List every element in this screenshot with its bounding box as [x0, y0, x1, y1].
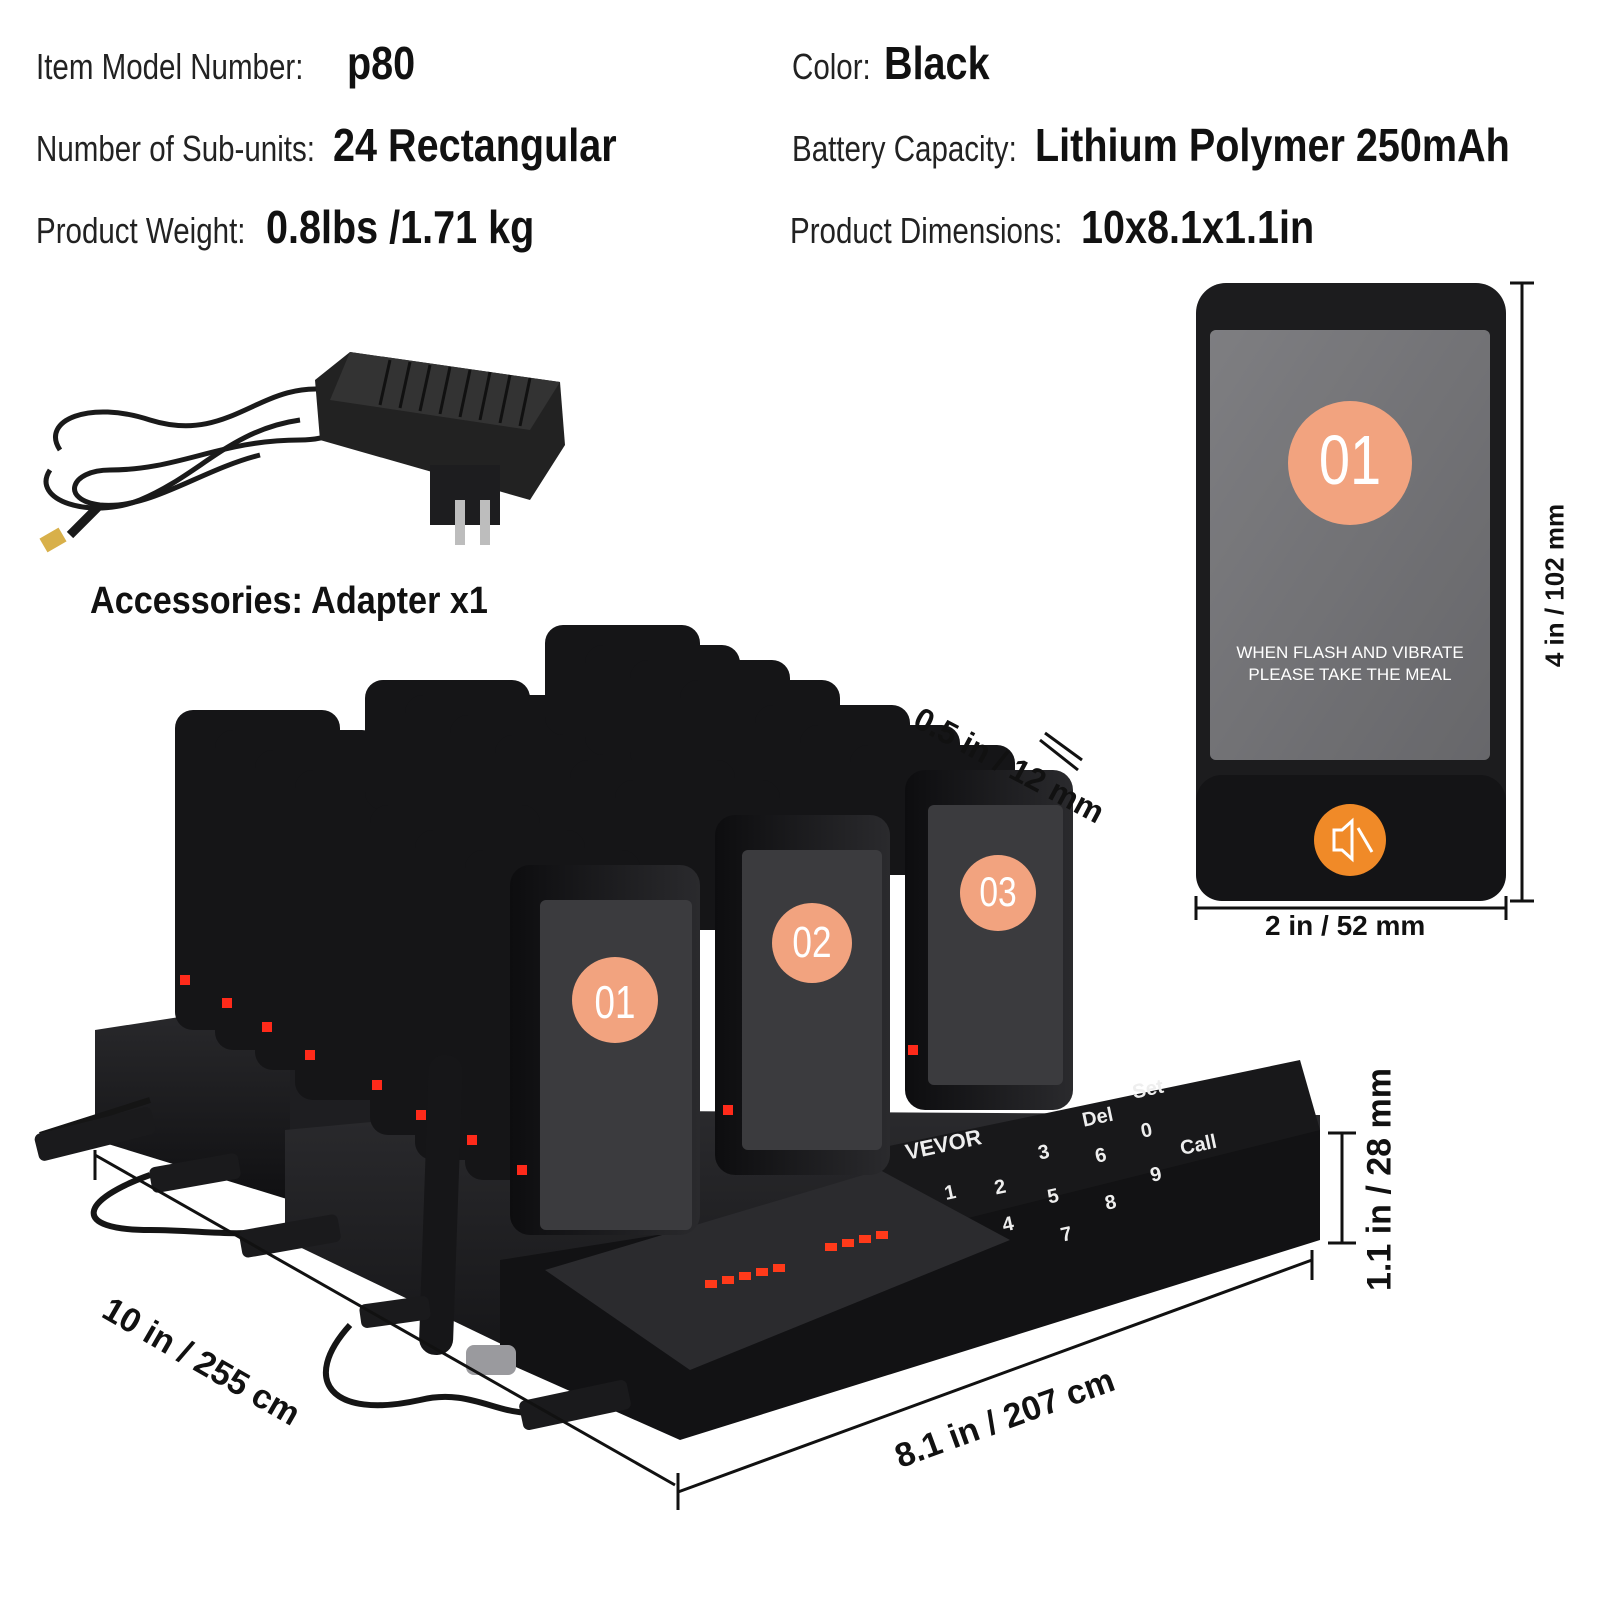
pager-front-1: [510, 865, 700, 1235]
spec-color-value: Black: [884, 37, 991, 89]
key-1[interactable]: 1: [942, 1181, 958, 1205]
key-2[interactable]: 2: [992, 1175, 1008, 1200]
spec-subunits-value: 24 Rectangular: [332, 119, 617, 171]
key-5[interactable]: 5: [1045, 1184, 1061, 1209]
pager-width-dimension: 2 in / 52 mm: [1265, 910, 1426, 941]
spec-battery-label: Battery Capacity:: [792, 128, 1017, 169]
spec-model: Item Model Number: p80: [36, 36, 426, 90]
key-del[interactable]: Del: [1080, 1103, 1116, 1132]
cable-plugs: [34, 1107, 631, 1430]
pager-detail-message: WHEN FLASH AND VIBRATE PLEASE TAKE THE M…: [1220, 642, 1480, 686]
antenna: [419, 1055, 516, 1375]
pager-dimension-lines: [1194, 281, 1534, 920]
key-call[interactable]: Call: [1178, 1130, 1219, 1160]
spec-color-label: Color:: [792, 46, 871, 87]
pager-message-line1: WHEN FLASH AND VIBRATE: [1236, 643, 1464, 662]
height-dimension: 1.1 in / 28 mm: [1360, 1068, 1399, 1291]
base-pager-number-2: 02: [792, 918, 832, 967]
spec-weight-value: 0.8lbs /1.71 kg: [265, 201, 535, 253]
pager-number-badge: [1288, 401, 1412, 525]
spec-model-value: p80: [346, 37, 415, 89]
key-4[interactable]: 4: [1000, 1212, 1016, 1237]
key-0[interactable]: 0: [1138, 1118, 1155, 1143]
key-3[interactable]: 3: [1036, 1140, 1052, 1165]
accessories-label: Accessories: Adapter x1: [90, 580, 488, 622]
spec-weight: Product Weight: 0.8lbs /1.71 kg: [36, 200, 578, 254]
pager-front-3: [905, 770, 1073, 1110]
pager-height-dimension: 4 in / 102 mm: [1539, 503, 1570, 668]
pager-detail-number: 01: [1318, 421, 1382, 499]
spec-dimensions: Product Dimensions: 10x8.1x1.1in: [790, 200, 1352, 254]
display-leds: [705, 1231, 888, 1288]
spec-battery: Battery Capacity: Lithium Polymer 250mAh: [792, 118, 1587, 172]
adapter-illustration: [39, 352, 565, 553]
spec-dimensions-label: Product Dimensions:: [790, 210, 1063, 251]
key-set[interactable]: Set: [1130, 1075, 1166, 1104]
keypad-panel: [870, 1060, 1320, 1235]
pager-front-2: [715, 815, 890, 1175]
spec-subunits-label: Number of Sub-units:: [36, 128, 315, 169]
pager-message-line2: PLEASE TAKE THE MEAL: [1248, 665, 1452, 684]
spec-subunits: Number of Sub-units: 24 Rectangular: [36, 118, 662, 172]
spec-weight-label: Product Weight:: [36, 210, 246, 251]
key-8[interactable]: 8: [1103, 1190, 1119, 1215]
key-6[interactable]: 6: [1093, 1143, 1109, 1168]
key-9[interactable]: 9: [1148, 1162, 1164, 1187]
spec-battery-value: Lithium Polymer 250mAh: [1034, 119, 1510, 171]
spec-dimensions-value: 10x8.1x1.1in: [1080, 201, 1314, 253]
base-dimension-lines: [93, 731, 1356, 1510]
spec-model-label: Item Model Number:: [36, 46, 304, 87]
pager-detail: [1196, 283, 1506, 901]
pager-leds: [180, 975, 918, 1175]
base-pager-number-1: 01: [594, 976, 636, 1028]
base-pager-number-3: 03: [979, 868, 1017, 915]
mute-button-icon: [1314, 804, 1386, 876]
spec-color: Color: Black: [792, 36, 1007, 90]
